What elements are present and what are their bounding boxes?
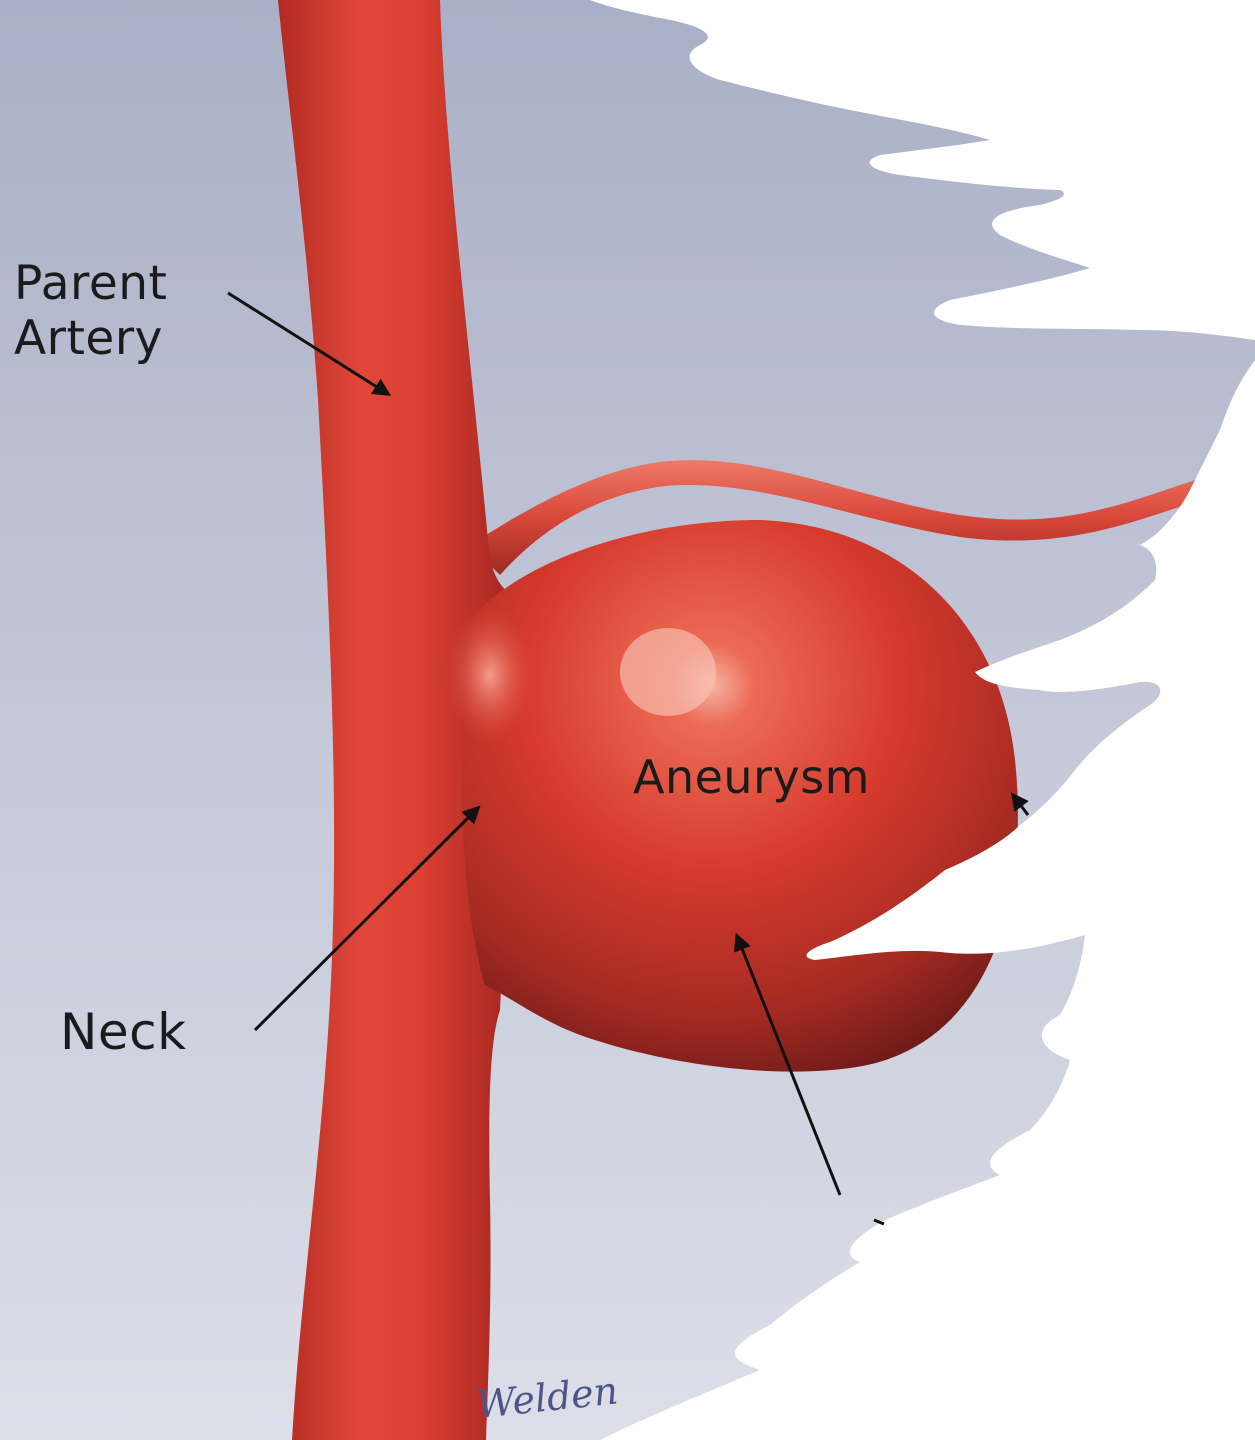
aneurysm-label: Aneurysm (633, 749, 870, 805)
parent-artery-label: Parent Artery (14, 256, 167, 366)
neck-highlight (445, 605, 535, 745)
parent-artery-label-line1: Parent (14, 256, 167, 311)
sac-highlight (620, 628, 716, 716)
neck-label: Neck (60, 1002, 187, 1062)
parent-artery-label-line2: Artery (14, 311, 167, 366)
